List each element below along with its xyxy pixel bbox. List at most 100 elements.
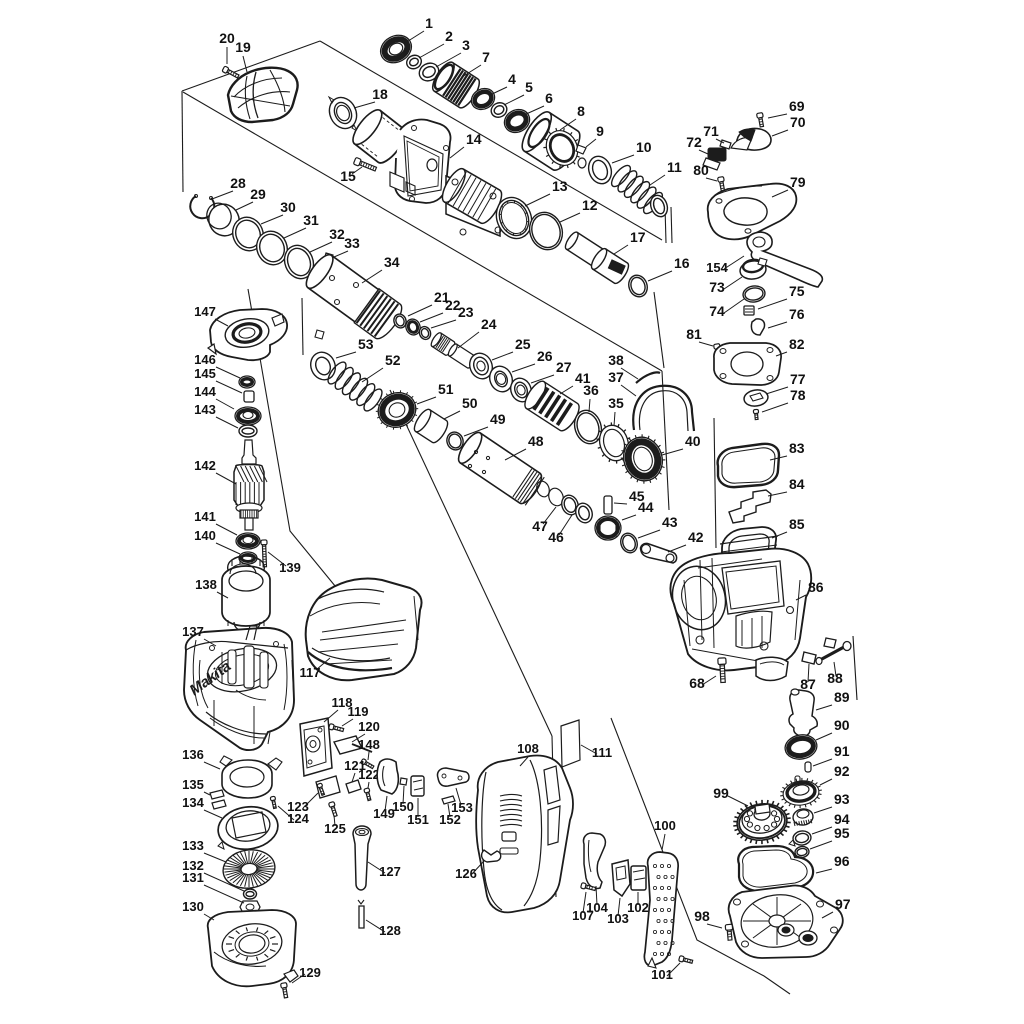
svg-text:73: 73 [709,279,725,295]
svg-text:16: 16 [674,255,690,271]
svg-text:146: 146 [194,352,216,367]
svg-text:102: 102 [627,900,649,915]
svg-text:34: 34 [384,254,400,270]
svg-text:96: 96 [834,853,850,869]
svg-text:45: 45 [629,488,645,504]
svg-text:134: 134 [182,795,204,810]
svg-text:108: 108 [517,741,539,756]
svg-text:53: 53 [358,336,374,352]
svg-text:135: 135 [182,777,204,792]
svg-text:95: 95 [834,825,850,841]
svg-text:97: 97 [835,896,851,912]
svg-text:107: 107 [572,908,594,923]
svg-text:35: 35 [608,395,624,411]
svg-text:77: 77 [790,371,806,387]
svg-text:126: 126 [455,866,477,881]
svg-text:138: 138 [195,577,217,592]
svg-text:119: 119 [348,704,369,719]
svg-text:122: 122 [358,767,380,782]
svg-text:71: 71 [703,123,719,139]
svg-text:7: 7 [482,49,490,65]
svg-text:43: 43 [662,514,678,530]
svg-text:68: 68 [689,675,705,691]
svg-text:40: 40 [685,433,701,449]
svg-text:80: 80 [693,162,709,178]
svg-text:49: 49 [490,411,506,427]
svg-text:24: 24 [481,316,497,332]
svg-text:6: 6 [545,90,553,106]
svg-text:147: 147 [194,304,216,319]
svg-text:129: 129 [299,965,321,980]
svg-text:137: 137 [182,624,204,639]
svg-text:149: 149 [373,806,395,821]
svg-text:128: 128 [379,923,401,938]
svg-text:69: 69 [789,98,805,114]
svg-text:83: 83 [789,440,805,456]
svg-text:103: 103 [607,911,629,926]
svg-text:148: 148 [358,737,380,752]
svg-text:50: 50 [462,395,478,411]
svg-text:12: 12 [582,197,598,213]
svg-text:17: 17 [630,229,646,245]
svg-text:142: 142 [194,458,216,473]
svg-text:81: 81 [686,326,702,342]
svg-text:51: 51 [438,381,454,397]
svg-text:91: 91 [834,743,850,759]
svg-text:32: 32 [329,226,345,242]
svg-text:141: 141 [194,509,216,524]
svg-text:101: 101 [651,967,673,982]
svg-text:29: 29 [250,186,266,202]
svg-text:99: 99 [713,785,729,801]
svg-text:14: 14 [466,131,482,147]
svg-text:132: 132 [182,858,204,873]
svg-text:5: 5 [525,79,533,95]
svg-text:139: 139 [279,560,301,575]
svg-text:23: 23 [458,304,474,320]
svg-text:19: 19 [235,39,251,55]
svg-text:4: 4 [508,71,516,87]
svg-text:20: 20 [219,30,235,46]
svg-text:90: 90 [834,717,850,733]
svg-text:28: 28 [230,175,246,191]
svg-text:25: 25 [515,336,531,352]
svg-text:124: 124 [287,811,309,826]
svg-text:117: 117 [300,665,321,680]
svg-text:27: 27 [556,359,572,375]
svg-text:104: 104 [586,900,608,915]
svg-text:86: 86 [808,579,824,595]
svg-text:92: 92 [834,763,850,779]
svg-text:1: 1 [425,15,433,31]
svg-text:37: 37 [608,369,624,385]
svg-text:13: 13 [552,178,568,194]
svg-text:130: 130 [182,899,204,914]
svg-text:150: 150 [392,799,414,814]
svg-text:48: 48 [528,433,544,449]
svg-text:93: 93 [834,791,850,807]
svg-text:89: 89 [834,689,850,705]
svg-text:30: 30 [280,199,296,215]
svg-text:154: 154 [706,260,728,275]
svg-text:8: 8 [577,103,585,119]
svg-text:70: 70 [790,114,806,130]
svg-text:85: 85 [789,516,805,532]
svg-text:111: 111 [592,745,612,760]
svg-text:145: 145 [194,366,216,381]
svg-text:76: 76 [789,306,805,322]
svg-text:38: 38 [608,352,624,368]
svg-text:152: 152 [439,812,461,827]
svg-text:26: 26 [537,348,553,364]
svg-text:78: 78 [790,387,806,403]
svg-text:75: 75 [789,283,805,299]
svg-text:18: 18 [372,86,388,102]
svg-text:144: 144 [194,384,216,399]
svg-text:10: 10 [636,139,652,155]
svg-text:79: 79 [790,174,806,190]
svg-text:36: 36 [583,382,599,398]
svg-text:133: 133 [182,838,204,853]
svg-text:2: 2 [445,28,453,44]
svg-text:121: 121 [344,758,366,773]
svg-text:131: 131 [182,870,204,885]
svg-text:9: 9 [596,123,604,139]
svg-text:31: 31 [303,212,319,228]
svg-text:21: 21 [434,289,450,305]
